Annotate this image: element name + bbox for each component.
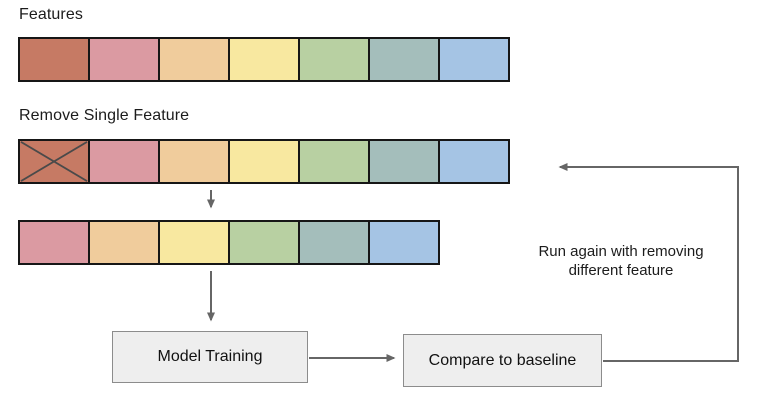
feature-cell-yellow (228, 37, 300, 82)
compare-to-baseline-label: Compare to baseline (428, 351, 577, 369)
model-training-box: Model Training (112, 331, 308, 383)
feature-cell-yellow (158, 220, 230, 265)
remove-single-feature-label: Remove Single Feature (19, 107, 190, 124)
feature-row-remaining (18, 220, 440, 265)
feature-cell-teal (368, 37, 440, 82)
model-training-label: Model Training (157, 348, 263, 365)
feature-cell-green (298, 139, 370, 184)
features-label: Features (19, 6, 83, 23)
feature-cell-green (228, 220, 300, 265)
feature-cell-peach (158, 139, 230, 184)
feature-cell-red-crossed (18, 139, 90, 184)
feature-cell-yellow (228, 139, 300, 184)
feature-cell-pink (88, 37, 160, 82)
feature-cell-teal (298, 220, 370, 265)
feature-row-all (18, 37, 510, 82)
x-mark-icon (20, 141, 88, 182)
run-again-annotation-line1: Run again with removing (538, 243, 704, 260)
feature-cell-teal (368, 139, 440, 184)
feature-row-single-removed (18, 139, 510, 184)
feature-cell-blue (438, 37, 510, 82)
feature-cell-pink (88, 139, 160, 184)
run-again-annotation-line2: different feature (568, 262, 674, 279)
feature-cell-pink (18, 220, 90, 265)
feature-cell-blue (368, 220, 440, 265)
compare-to-baseline-box: Compare to baseline (403, 334, 602, 387)
feature-cell-peach (158, 37, 230, 82)
feature-cell-peach (88, 220, 160, 265)
run-again-annotation: Run again with removing different featur… (515, 242, 727, 280)
feature-cell-green (298, 37, 370, 82)
feature-cell-blue (438, 139, 510, 184)
feature-cell-red (18, 37, 90, 82)
